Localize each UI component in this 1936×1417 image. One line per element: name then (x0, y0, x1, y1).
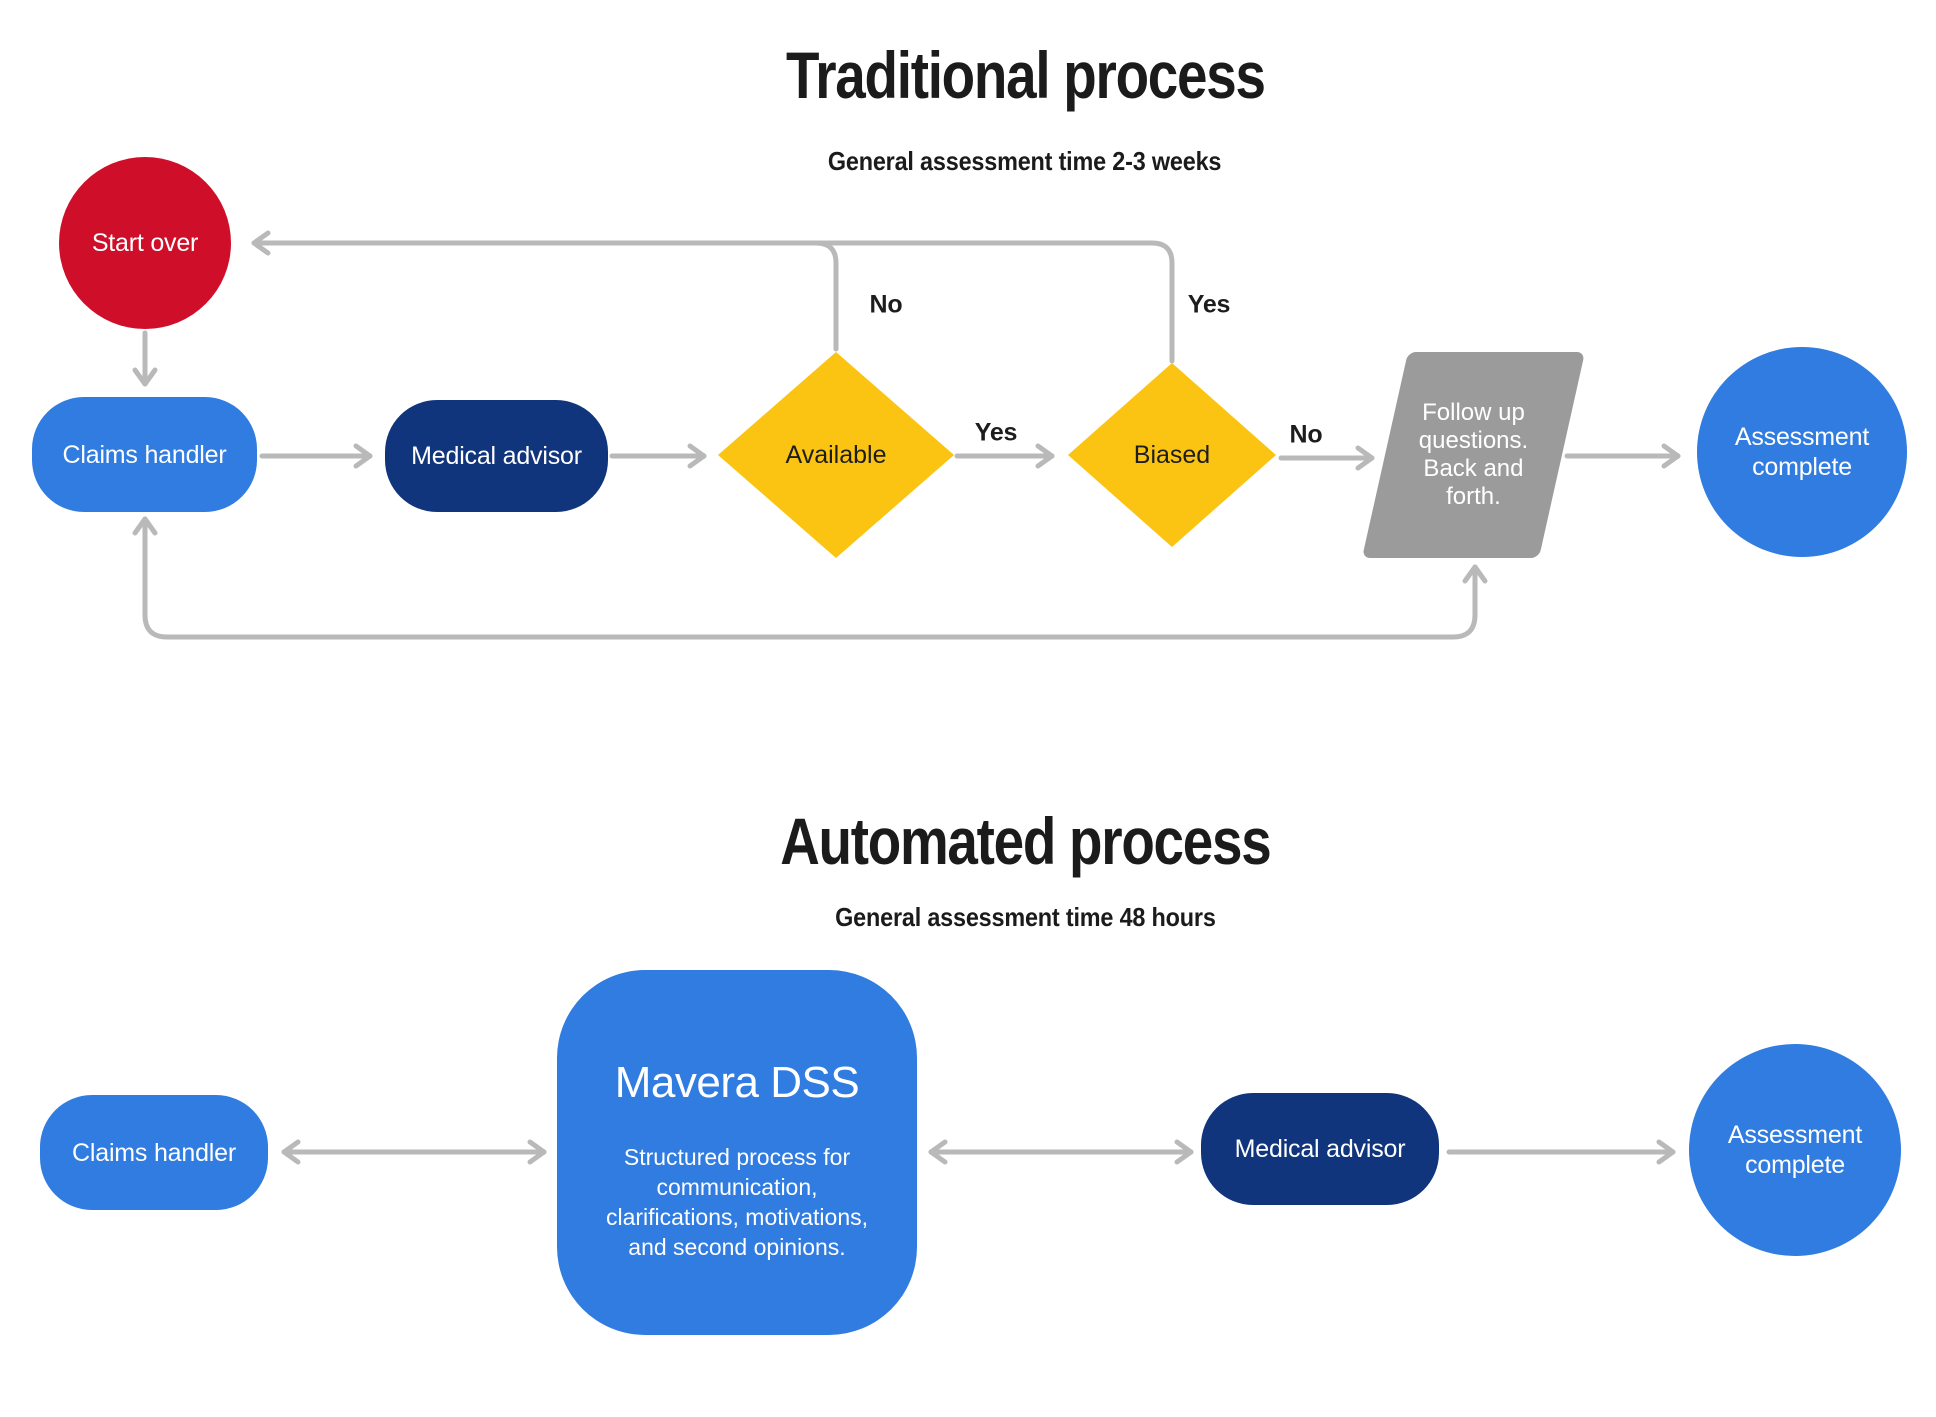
claims-handler-node: Claims handler (32, 397, 257, 512)
available-label: Available (785, 440, 887, 469)
biased-no-edge-label: No (1289, 420, 1323, 449)
claims-handler-automated-label: Claims handler (72, 1138, 236, 1167)
follow-up-label: Follow up questions. Back and forth. (1418, 399, 1529, 510)
claims-handler-label: Claims handler (62, 440, 227, 469)
medical-advisor-node: Medical advisor (385, 400, 608, 512)
edge-followup-claims-feedback-loop (132, 516, 1488, 640)
automated-section-title: Automated process (779, 804, 1271, 878)
traditional-section-title: Traditional process (785, 38, 1266, 112)
assessment-complete-automated-label: Assessment complete (1727, 1121, 1863, 1179)
edge-available-no-branch (795, 240, 839, 352)
assessment-complete-node-automated: Assessment complete (1689, 1044, 1901, 1256)
mavera-dss-description: Structured process for communication, cl… (605, 1144, 869, 1260)
biased-yes-edge-label: Yes (1187, 290, 1231, 319)
mavera-dss-title: Mavera DSS (614, 1058, 860, 1107)
traditional-section-subtitle: General assessment time 2-3 weeks (828, 146, 1222, 176)
assessment-complete-label: Assessment complete (1734, 423, 1870, 481)
edge-biased-yes-to-startover (251, 230, 1175, 364)
automated-section-subtitle: General assessment time 48 hours (834, 902, 1216, 932)
claims-handler-node-automated: Claims handler (40, 1095, 268, 1210)
medical-advisor-automated-label: Medical advisor (1234, 1135, 1406, 1163)
medical-advisor-node-automated: Medical advisor (1201, 1093, 1439, 1205)
mavera-dss-node: Mavera DSS Structured process for commun… (557, 970, 917, 1335)
available-yes-edge-label: Yes (974, 418, 1018, 447)
medical-advisor-label: Medical advisor (411, 442, 582, 470)
available-no-edge-label: No (869, 290, 903, 319)
biased-label: Biased (1133, 440, 1211, 469)
follow-up-node: Follow up questions. Back and forth. (1361, 352, 1585, 558)
start-over-label: Start over (91, 229, 199, 257)
start-over-node: Start over (59, 157, 231, 329)
assessment-complete-node: Assessment complete (1697, 347, 1907, 557)
